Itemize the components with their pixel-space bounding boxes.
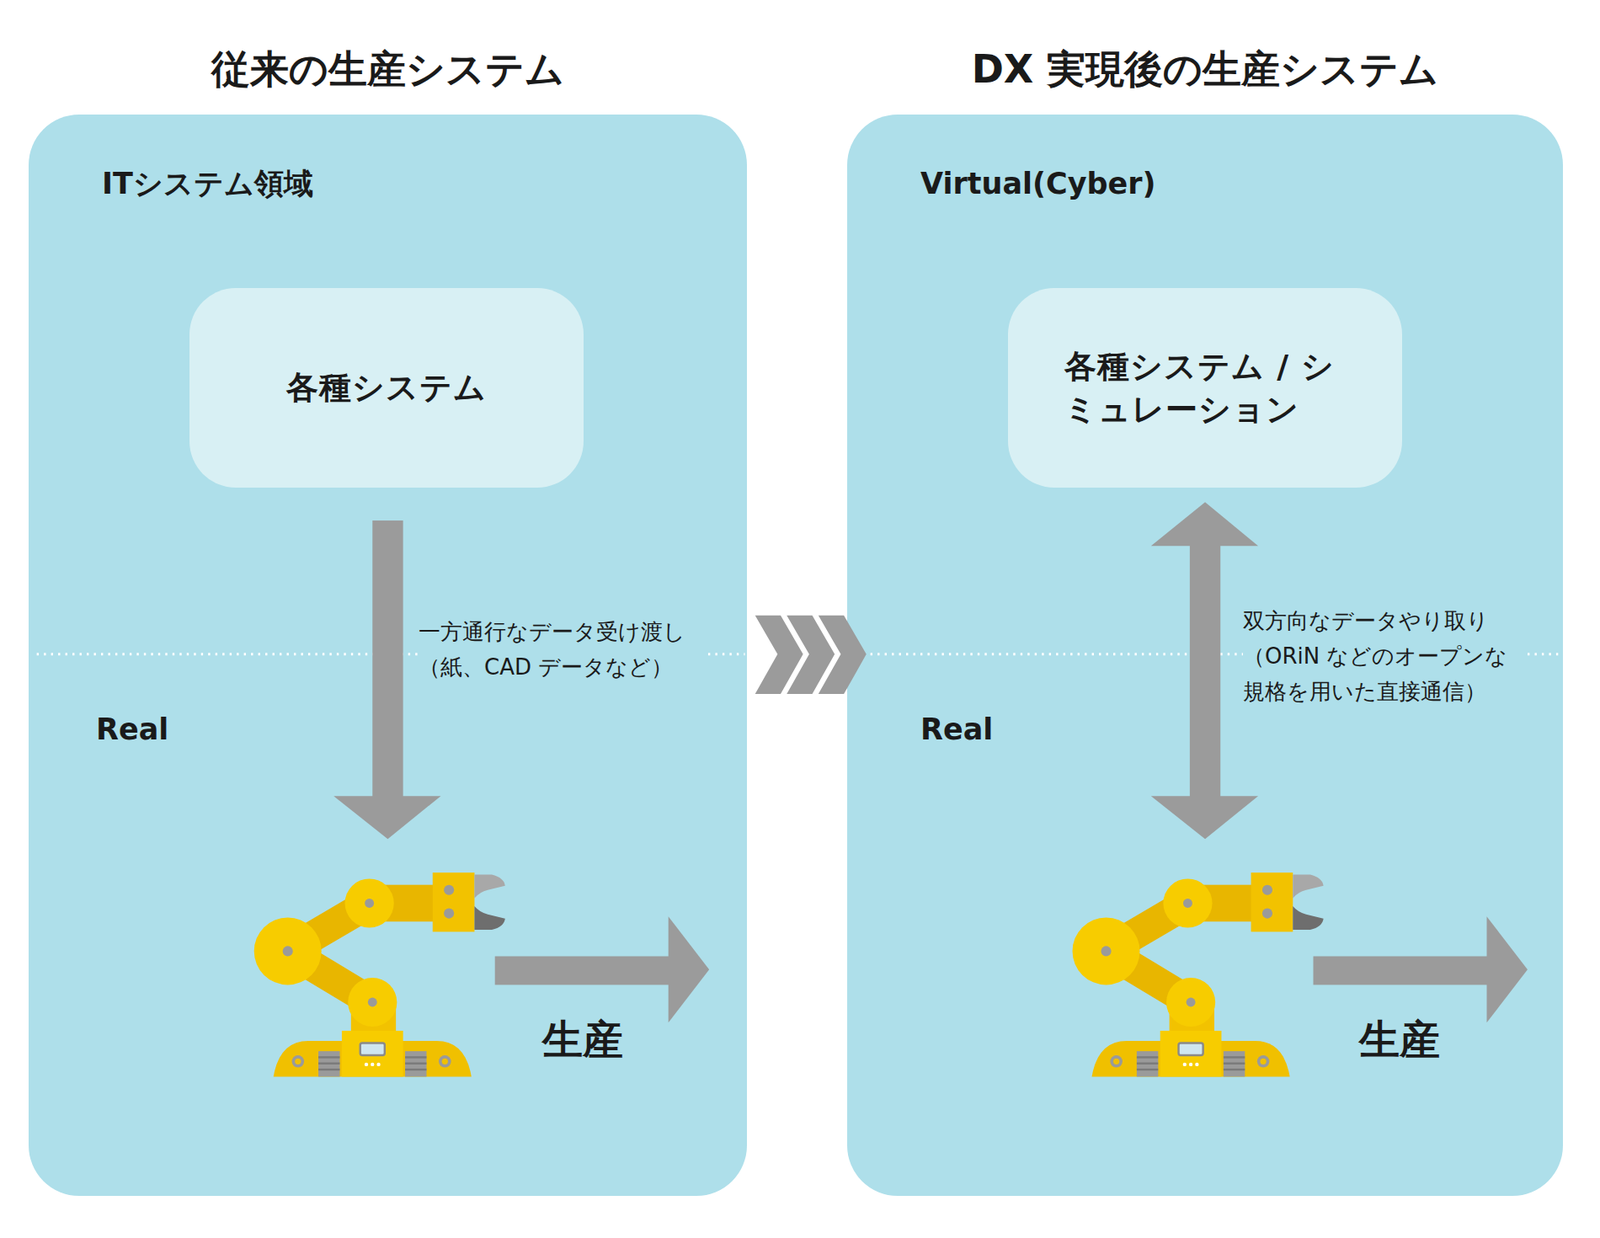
region-label: ITシステム領域	[101, 165, 314, 203]
two-way-arrow	[1151, 501, 1259, 839]
box-text: 各種システム	[214, 366, 559, 410]
region-label: Real	[920, 710, 993, 748]
region-label: Real	[96, 710, 169, 748]
output-label: 生産	[1359, 1014, 1440, 1064]
production-arrow	[495, 916, 1528, 1023]
section-title: 従来の生産システム	[28, 45, 747, 93]
arrow-note: 双方向なデータやり取り （ORiN などのオープンな 規格を用いた直接通信）	[1242, 602, 1528, 710]
system-box: 各種システム	[189, 288, 584, 488]
robot-arm	[254, 872, 506, 1077]
section-title: DX 実現後の生産システム	[847, 45, 1563, 93]
output-label: 生産	[542, 1014, 624, 1064]
arrow-note: 一方通行なデータ受け渡し （紙、CAD データなど）	[418, 613, 704, 685]
system-box: 各種システム / シミュレーション	[1008, 288, 1403, 488]
robot-arm	[1072, 872, 1324, 1077]
region-label: Virtual(Cyber)	[920, 165, 1157, 203]
transition-chevrons	[755, 615, 867, 694]
box-text: 各種システム / シミュレーション	[1064, 345, 1346, 432]
